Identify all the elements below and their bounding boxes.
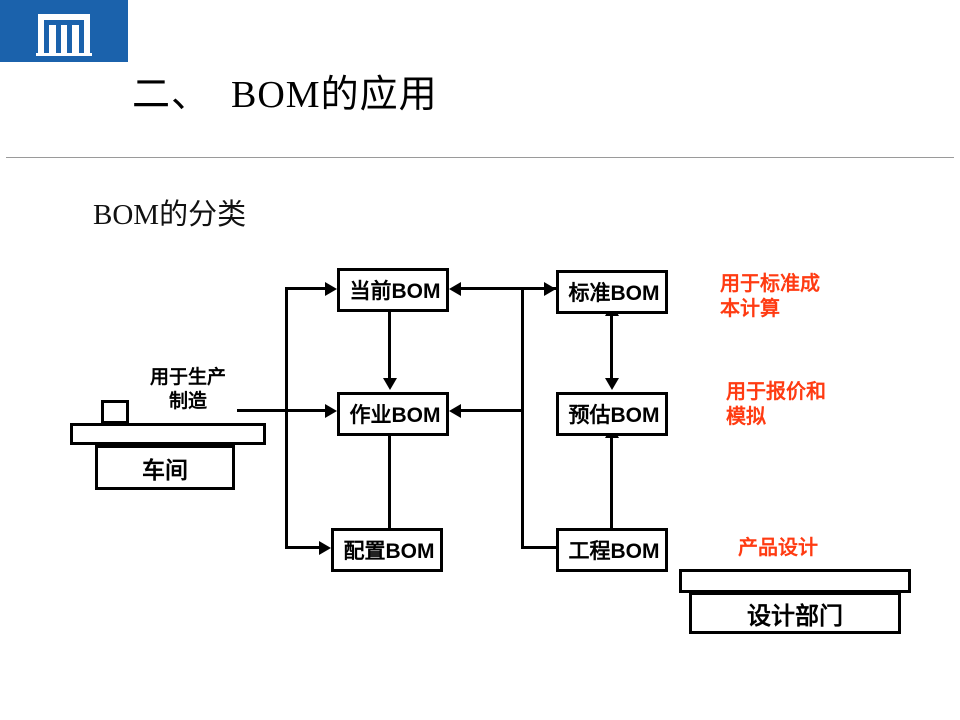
node-current-bom[interactable]: 当前BOM (337, 268, 449, 312)
connector-left-bus-vertical (285, 287, 288, 549)
note-standard-cost: 用于标准成 本计算 (720, 273, 820, 320)
label-production-use: 用于生产 制造 (149, 367, 226, 412)
arrowhead-to-current-bom (325, 282, 337, 296)
gate-archway-logo-icon (36, 14, 92, 56)
node-config-bom-label: 配置BOM (343, 540, 435, 563)
arrowhead-to-work-bom-right (449, 404, 461, 418)
arrowhead-to-standard-bom (544, 282, 556, 296)
arrowhead-to-config-bom (319, 541, 331, 555)
node-estimate-bom-label: 预估BOM (568, 404, 660, 427)
arrowhead-to-current-bom-right (449, 282, 461, 296)
connector-bus-to-config-bom (285, 546, 321, 549)
header-divider (6, 157, 954, 158)
node-work-bom-label: 作业BOM (349, 404, 441, 427)
section-subtitle: BOM的分类 (93, 199, 247, 231)
node-engineering-bom-label: 工程BOM (568, 540, 660, 563)
brand-logo (0, 0, 128, 62)
connector-estimate-to-standard (610, 314, 613, 382)
connector-bus-to-work-bom-right (461, 409, 522, 412)
unit-design-department-label: 设计部门 (747, 602, 843, 630)
workshop-knob (101, 400, 129, 424)
connector-workshop-to-bus (237, 409, 287, 412)
connector-right-bus-vertical (521, 287, 524, 549)
node-current-bom-label: 当前BOM (349, 280, 441, 303)
connector-work-to-config (388, 436, 391, 530)
node-standard-bom-label: 标准BOM (568, 282, 660, 305)
node-work-bom[interactable]: 作业BOM (337, 392, 449, 436)
arrowhead-current-to-work (383, 378, 397, 390)
node-estimate-bom[interactable]: 预估BOM (556, 392, 668, 436)
arrowhead-to-work-bom (325, 404, 337, 418)
unit-workshop[interactable]: 车间 (95, 445, 235, 490)
connector-top-crossbar (461, 287, 556, 290)
unit-design-department[interactable]: 设计部门 (689, 592, 901, 634)
node-standard-bom[interactable]: 标准BOM (556, 270, 668, 314)
connector-bus-to-current-bom (285, 287, 327, 290)
node-config-bom[interactable]: 配置BOM (331, 528, 443, 572)
page-title: 二、 BOM的应用 (132, 74, 438, 116)
workshop-top-bar (70, 423, 266, 445)
note-quote-simulation: 用于报价和 模拟 (726, 381, 826, 428)
design-dept-top-bar (679, 569, 911, 593)
connector-bus-to-work-bom (285, 409, 327, 412)
connector-engineering-bom-to-bus (521, 546, 559, 549)
arrowhead-to-estimate-bom-down (605, 378, 619, 390)
connector-current-to-work (388, 312, 391, 380)
node-engineering-bom[interactable]: 工程BOM (556, 528, 668, 572)
note-product-design: 产品设计 (738, 537, 818, 559)
unit-workshop-label: 车间 (142, 456, 188, 483)
connector-engineering-to-estimate (610, 436, 613, 530)
